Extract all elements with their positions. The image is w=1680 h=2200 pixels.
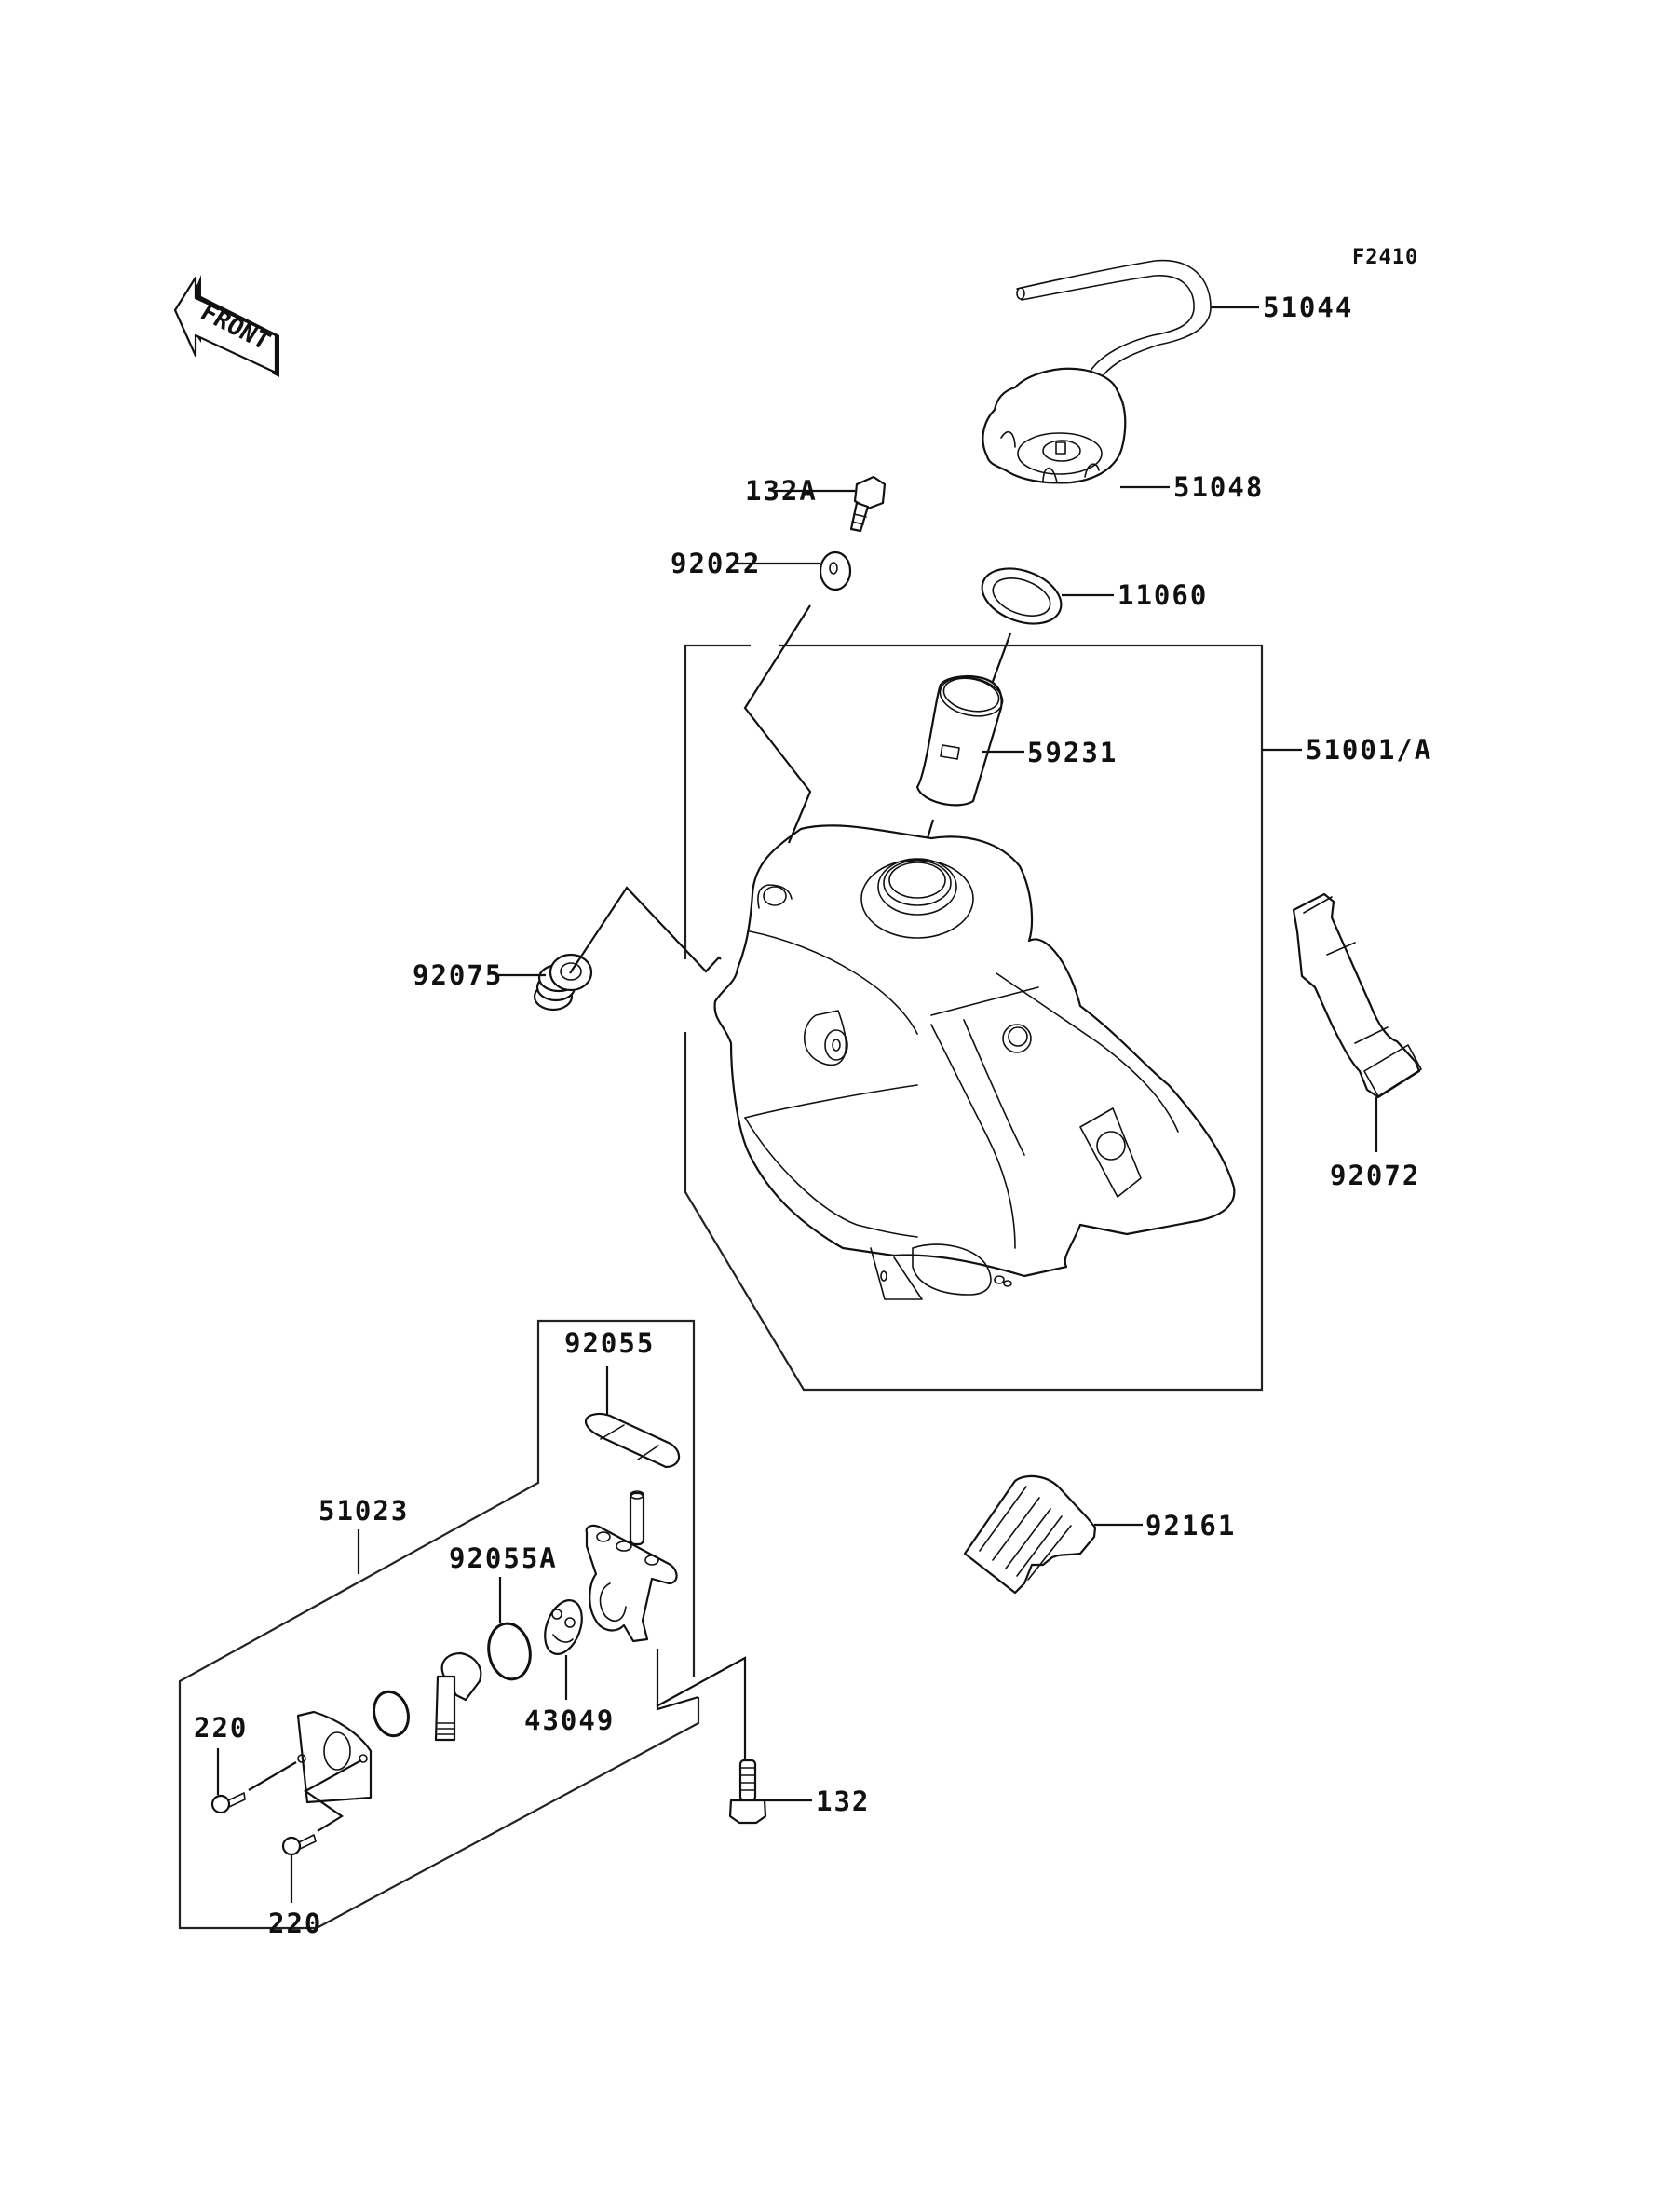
part-51023[interactable]: 51023	[178, 1319, 700, 1930]
label-92072[interactable]: 92072	[1330, 1160, 1420, 1191]
label-92055[interactable]: 92055	[564, 1327, 655, 1359]
label-92022[interactable]: 92022	[671, 548, 761, 579]
label-51023[interactable]: 51023	[318, 1495, 409, 1527]
label-51048[interactable]: 51048	[1173, 471, 1264, 503]
label-43049[interactable]: 43049	[524, 1704, 615, 1736]
label-132A[interactable]: 132A	[745, 475, 818, 507]
part-132A[interactable]: 132A	[745, 475, 887, 533]
part-51044[interactable]: 51044	[1016, 259, 1353, 396]
part-51048[interactable]: 51048	[982, 367, 1264, 503]
part-92022[interactable]: 92022	[671, 548, 852, 591]
label-59231[interactable]: 59231	[1027, 737, 1118, 768]
part-92075[interactable]: 92075	[413, 886, 722, 1012]
o-ring-small	[373, 1690, 410, 1738]
part-51001A[interactable]: 51001/A	[684, 644, 1432, 1392]
label-220-lower[interactable]: 220	[268, 1908, 322, 1939]
part-132[interactable]: 132	[656, 1656, 870, 1825]
part-92161[interactable]: 92161	[963, 1474, 1236, 1595]
figure-ref: F2410	[1352, 246, 1418, 269]
label-132[interactable]: 132	[816, 1786, 870, 1817]
label-11060[interactable]: 11060	[1118, 579, 1208, 611]
label-92161[interactable]: 92161	[1145, 1510, 1236, 1541]
part-43049[interactable]: 43049	[524, 1596, 615, 1736]
fuel-cock-lever	[434, 1651, 482, 1742]
fuel-cock-body	[585, 1490, 699, 1711]
part-59231[interactable]: 59231	[912, 632, 1118, 886]
part-92055[interactable]: 92055	[564, 1327, 681, 1469]
part-92072[interactable]: 92072	[1292, 892, 1422, 1191]
part-92055A[interactable]: 92055A	[449, 1542, 558, 1682]
fuel-cock-cover-plate	[296, 1710, 373, 1804]
part-220-upper[interactable]: 220	[194, 1712, 297, 1814]
front-arrow-icon: FRONT	[173, 275, 279, 377]
label-220-upper[interactable]: 220	[194, 1712, 248, 1744]
label-92055A[interactable]: 92055A	[449, 1542, 558, 1574]
part-220-lower[interactable]: 220	[268, 1759, 362, 1939]
label-51044[interactable]: 51044	[1263, 292, 1353, 323]
fuel-tank-body	[713, 824, 1236, 1300]
label-92075[interactable]: 92075	[413, 959, 503, 991]
part-11060[interactable]: 11060	[974, 559, 1208, 634]
label-51001A[interactable]: 51001/A	[1306, 734, 1432, 766]
